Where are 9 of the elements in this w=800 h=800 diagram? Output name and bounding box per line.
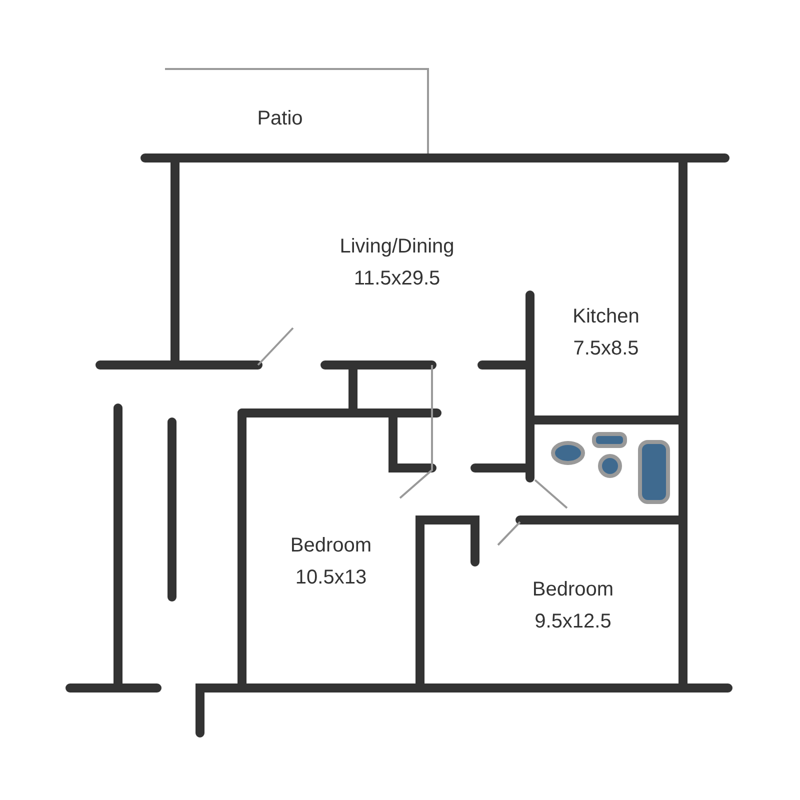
patio-label: Patio [257, 108, 303, 130]
room-label: Kitchen [572, 306, 640, 328]
room-label: Bedroom [290, 534, 372, 558]
room-label: Living/Dining [340, 236, 454, 258]
room-dimensions: 9.5x12.5 [534, 610, 612, 634]
room-dimensions: 7.5x8.5 [573, 338, 639, 360]
room-dimensions: 11.5x29.5 [354, 268, 440, 290]
room-dimensions: 10.5x13 [295, 566, 367, 590]
room-label: Bedroom [532, 578, 614, 602]
